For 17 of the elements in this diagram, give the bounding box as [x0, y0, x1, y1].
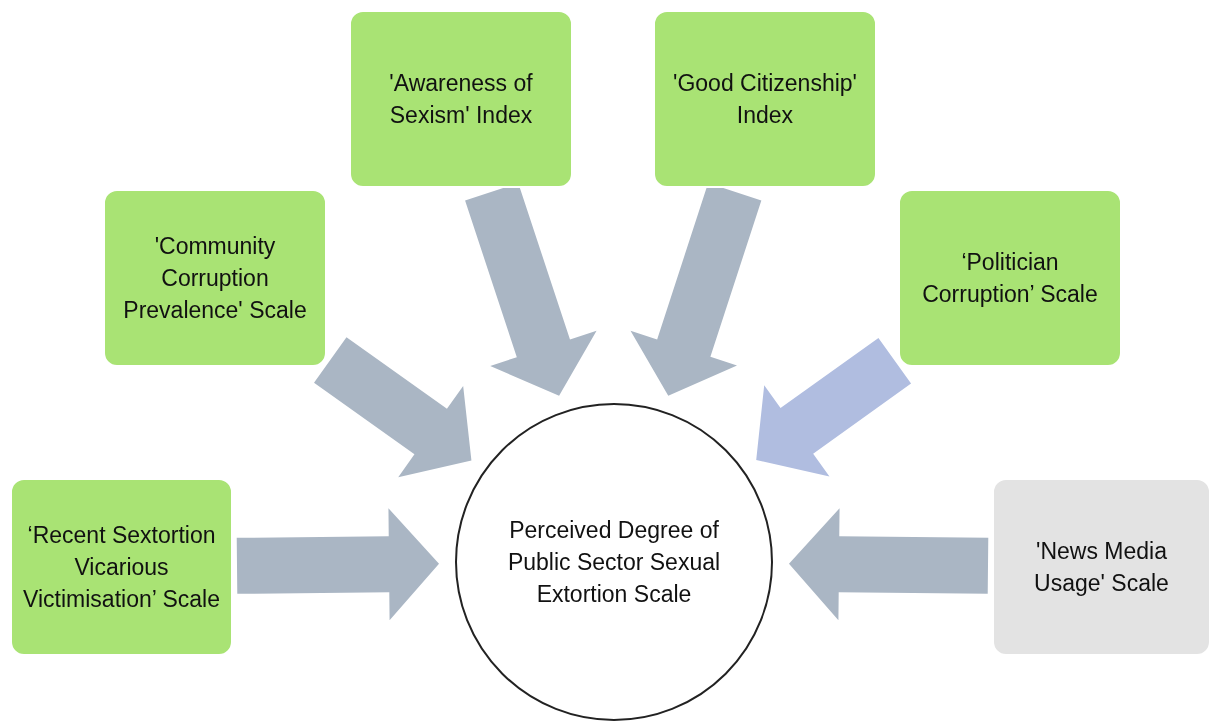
scale-box	[10, 478, 233, 656]
node-label: ‘Politician Corruption’ Scale	[921, 248, 1099, 309]
node-label: 'Awareness of Sexism' Index	[388, 69, 534, 130]
scale-box	[992, 478, 1211, 656]
node-label: 'Community Corruption Prevalence' Scale	[122, 232, 308, 325]
scale-box	[103, 189, 327, 367]
node-label: 'Good Citizenship' Index	[672, 69, 858, 130]
node-label: ‘Recent Sextortion Vicarious Victimisation’ Scale	[22, 521, 221, 614]
block-arrow	[314, 337, 472, 478]
block-arrow	[756, 337, 912, 477]
scale-box	[898, 189, 1122, 367]
scale-box	[653, 10, 877, 188]
block-arrow	[236, 508, 439, 621]
block-arrow	[789, 508, 989, 621]
scale-box	[349, 10, 573, 188]
node-label: 'News Media Usage' Scale	[1033, 537, 1170, 598]
node-label: Perceived Degree of Public Sector Sexual Extortion Scale	[506, 516, 722, 609]
